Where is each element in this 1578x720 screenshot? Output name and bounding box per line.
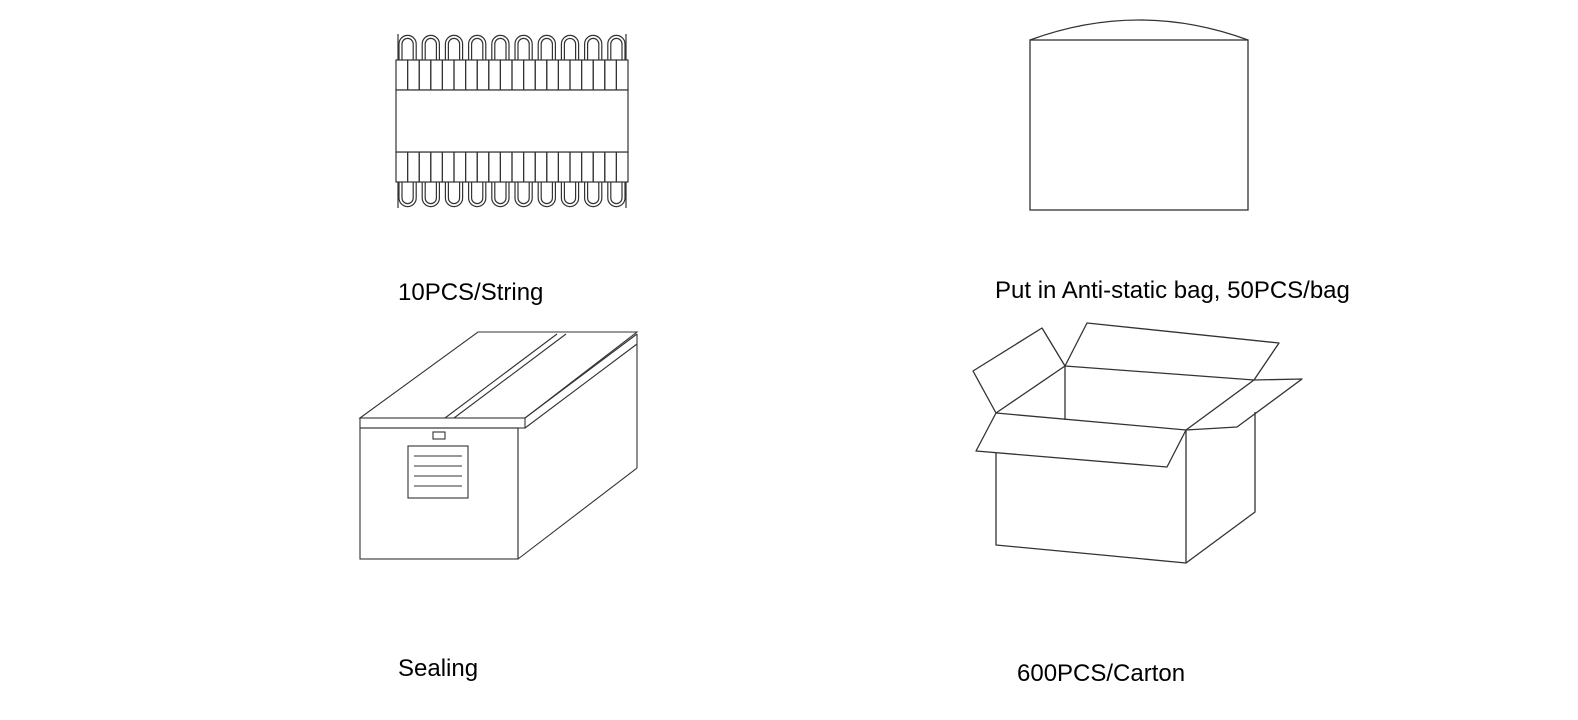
open-carton-illustration [972,322,1303,564]
sealed-box-illustration [358,331,639,560]
led-module-string-illustration [395,34,629,208]
anti-static-bag-illustration [1029,19,1249,211]
caption-carton: 600PCS/Carton [1017,660,1186,687]
caption-anti-static-bag: Put in Anti-static bag, 50PCS/bag [995,277,1350,304]
caption-sealing: Sealing [398,655,479,682]
caption-string: 10PCS/String [398,279,544,306]
